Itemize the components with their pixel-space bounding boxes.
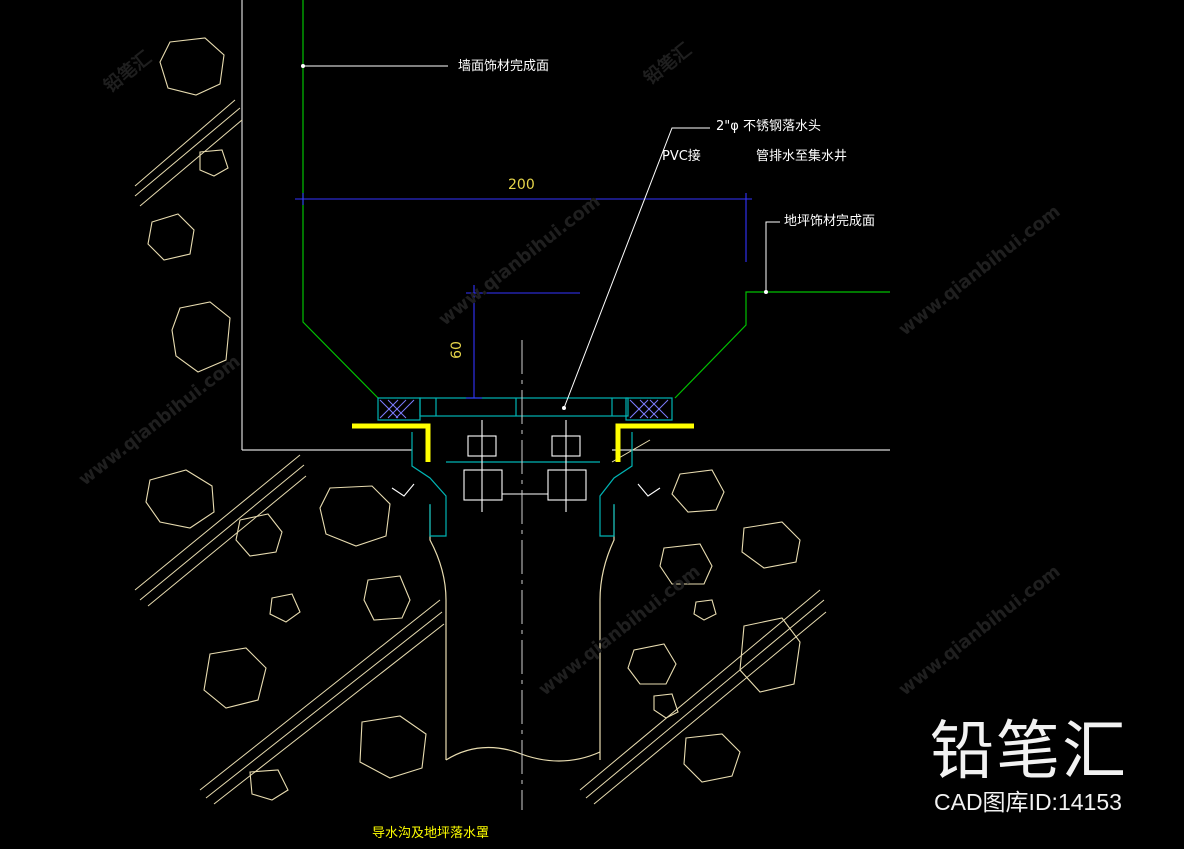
bolt-assembly [391, 420, 661, 512]
drain-head-label: 2"φ 不锈钢落水头 [716, 119, 821, 134]
floor-finish-label: 地坪饰材完成面 [784, 214, 876, 229]
steel-flange [352, 423, 694, 462]
pvc-pipe-label-b: 管排水至集水井 [756, 149, 848, 164]
brand-logo-text: 铅笔汇 [930, 715, 1128, 789]
brand-drawing-id: CAD图库ID:14153 [934, 789, 1122, 815]
finish-surface-lines [302, 0, 890, 399]
drain-fitting [377, 397, 673, 537]
wall-finish-label: 墙面饰材完成面 [458, 59, 550, 74]
dimension-lines [295, 193, 752, 399]
leader-lines [303, 65, 780, 409]
structure-outline [241, 0, 890, 451]
gasket-hatch [379, 399, 669, 419]
drawing-title: 导水沟及地坪落水罩 [372, 826, 490, 841]
hatch-strips [134, 99, 827, 805]
drain-pipe [429, 505, 615, 762]
dimension-depth-text: 60 [448, 341, 465, 359]
stone-aggregate [145, 37, 801, 801]
pvc-pipe-label-a: PVC接 [662, 149, 701, 164]
dimension-width-text: 200 [508, 177, 535, 193]
